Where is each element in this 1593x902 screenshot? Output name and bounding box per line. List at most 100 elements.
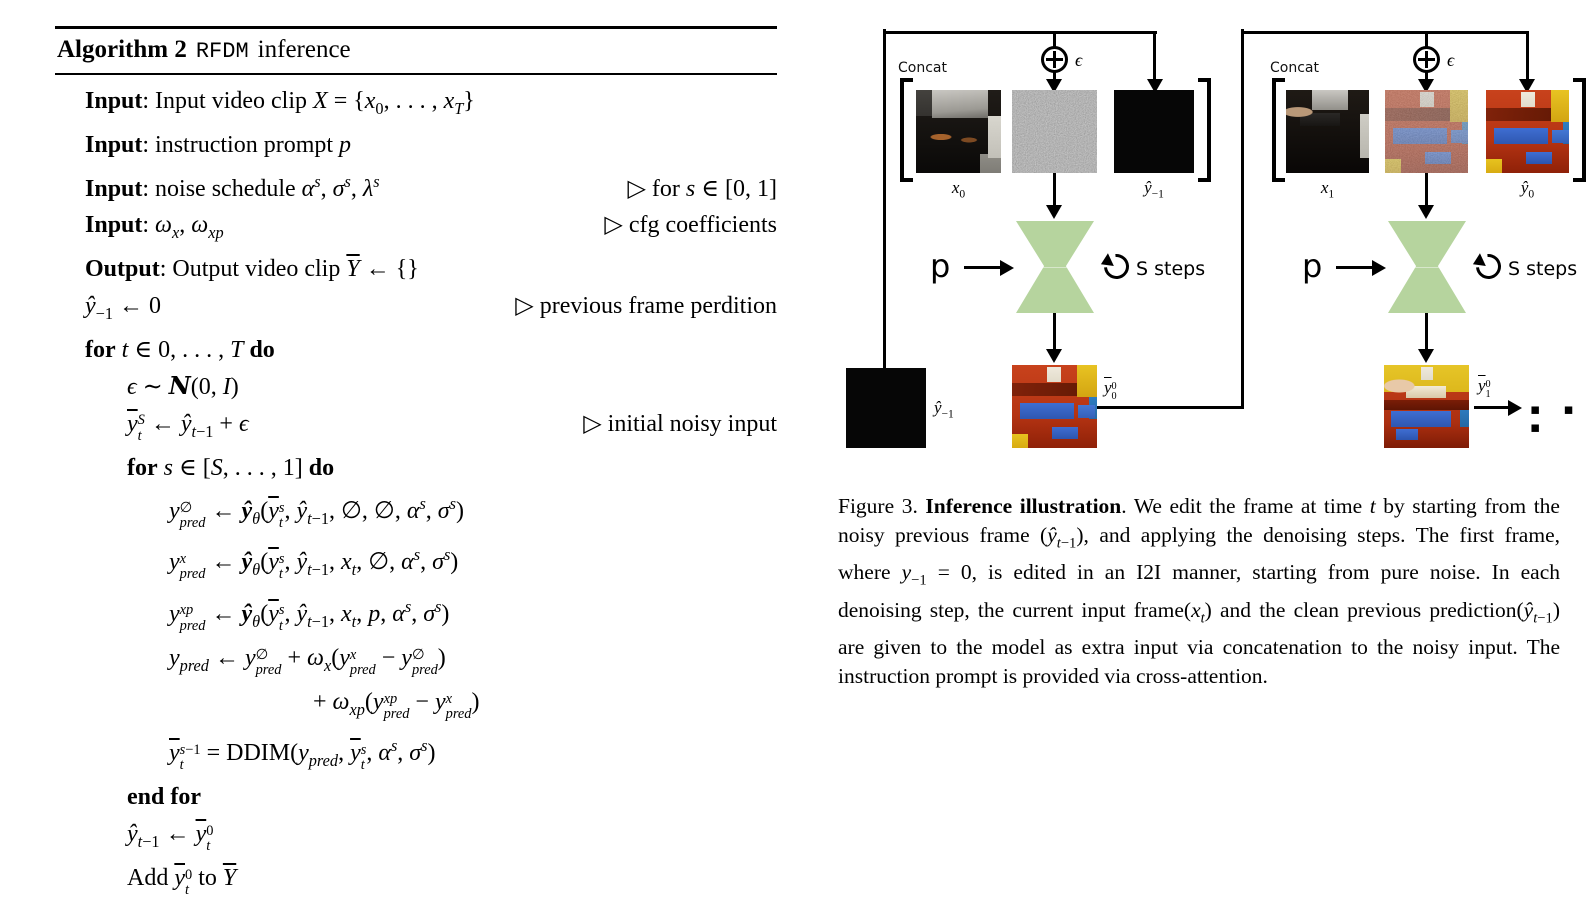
arrow-right — [1508, 400, 1522, 416]
continuation-dots: ▪ ▪ ▪ — [1530, 400, 1583, 436]
algorithm-code: Input: instruction prompt p — [85, 132, 352, 159]
input-frame-image-x1 — [1286, 90, 1369, 173]
prev-pred-branch-line — [1153, 33, 1156, 80]
input-frame-label: x0 — [951, 178, 966, 201]
prompt-label: p — [1302, 247, 1323, 285]
epsilon-label: ϵ — [1075, 50, 1083, 70]
concat-label: Concat — [898, 60, 947, 76]
algorithm-comment: ▷ initial noisy input — [583, 410, 777, 437]
algorithm-code: Input: ωx, ωxp — [85, 212, 224, 242]
figure-caption: Figure 3. Inference illustration. We edi… — [838, 494, 1560, 688]
algorithm-line: for t ∈ 0, . . . , T do — [55, 332, 777, 368]
arrow-down — [1147, 79, 1163, 93]
algorithm-code: end for — [85, 898, 159, 902]
algorithm-line: for s ∈ [S, . . . , 1] do — [55, 450, 777, 486]
add-noise-icon — [1041, 46, 1068, 73]
algorithm-code: Input: noise schedule αs, σs, λs — [85, 171, 380, 202]
algorithm-header-rule — [55, 73, 777, 75]
algorithm-code: Output: Output video clip Y ← {} — [85, 256, 419, 283]
figure-3: ϵ Concat x0 ŷ−1 p — [838, 20, 1593, 691]
algorithm-top-rule — [55, 26, 777, 29]
s-steps-loop-icon — [1463, 248, 1507, 285]
model-output-line — [1053, 313, 1056, 350]
algorithm-number: Algorithm 2 — [57, 36, 187, 63]
input-frame-image-x0 — [916, 90, 1001, 173]
algorithm-code: for s ∈ [S, . . . , 1] do — [127, 454, 335, 481]
denoising-model — [1388, 221, 1466, 313]
algorithm-body: Input: Input video clip X = {x0, . . . ,… — [55, 75, 777, 902]
noise-branch-line — [1053, 33, 1056, 47]
algorithm-title: inference — [257, 36, 351, 63]
prev-pred-label: ŷ0 — [1520, 178, 1535, 201]
noise-branch-line — [1425, 33, 1428, 47]
add-noise-icon — [1413, 46, 1440, 73]
algorithm-line: ŷ−1 ← 0 ▷ previous frame perdition — [55, 288, 777, 332]
prev-frame-zero-label: ŷ−1 — [934, 398, 954, 421]
noise-branch-line — [1425, 72, 1428, 81]
concat-label: Concat — [1270, 60, 1319, 76]
algorithm-line: Input: Input video clip X = {x0, . . . ,… — [55, 83, 777, 127]
arrow-down — [1418, 349, 1434, 363]
prev-frame-top-line — [1241, 31, 1529, 34]
algorithm-comment: ▷ previous frame perdition — [515, 292, 777, 319]
algorithm-block: Algorithm 2 RFDM inference Input: Input … — [55, 26, 777, 902]
algorithm-code: for t ∈ 0, . . . , T do — [85, 336, 275, 363]
algorithm-code: end for — [127, 784, 201, 811]
arrow-down — [1046, 205, 1062, 219]
algorithm-comment: ▷ cfg coefficients — [604, 212, 777, 239]
arrow-down — [1046, 79, 1062, 93]
s-steps-loop-icon — [1091, 248, 1135, 285]
arrow-down — [1519, 79, 1535, 93]
prev-pred-image-y0 — [1486, 90, 1569, 173]
algorithm-header: Algorithm 2 RFDM inference — [55, 29, 777, 73]
output-feedback-line — [1097, 406, 1244, 409]
arrow-down — [1418, 79, 1434, 93]
algorithm-code: ϵ ∼ N(0, I) — [127, 371, 239, 401]
algorithm-code: ŷ−1 ← 0 — [85, 292, 162, 323]
epsilon-label: ϵ — [1447, 50, 1455, 70]
arrow-down — [1418, 205, 1434, 219]
concat-bracket-left — [1272, 78, 1285, 182]
prev-frame-feedback-line — [1241, 29, 1244, 409]
algorithm-line: end for — [55, 779, 777, 815]
algorithm-line: Input: noise schedule αs, σs, λs▷ for s … — [55, 164, 777, 207]
noise-image — [1012, 90, 1097, 173]
denoising-model — [1016, 221, 1094, 313]
prev-frame-top-line — [883, 31, 1157, 34]
noise-texture — [1012, 90, 1097, 173]
algorithm-name: RFDM — [195, 39, 249, 64]
prompt-label: p — [930, 247, 951, 285]
arrow-down — [1046, 349, 1062, 363]
prompt-arrow-line — [1336, 266, 1372, 269]
inference-diagram: ϵ Concat x0 ŷ−1 p — [838, 20, 1593, 472]
algorithm-line: ϵ ∼ N(0, I) — [55, 368, 777, 405]
prev-pred-label: ŷ−1 — [1144, 178, 1164, 201]
continuation-arrow-line — [1474, 406, 1508, 409]
prev-frame-feedback-line — [883, 29, 886, 368]
prompt-arrow-line — [964, 266, 1000, 269]
s-steps-label: S steps — [1136, 258, 1206, 280]
algorithm-line: end for — [55, 898, 777, 902]
concat-bracket-left — [900, 78, 913, 182]
noisy-prev-pred-image — [1385, 90, 1468, 173]
concat-bracket-right — [1198, 78, 1211, 182]
prev-frame-zero-image — [846, 368, 926, 448]
arrow-right — [1372, 260, 1386, 276]
output-frame-image-y1 — [1384, 365, 1469, 448]
algorithm-line: Input: ωx, ωxp ▷ cfg coefficients — [55, 207, 777, 251]
